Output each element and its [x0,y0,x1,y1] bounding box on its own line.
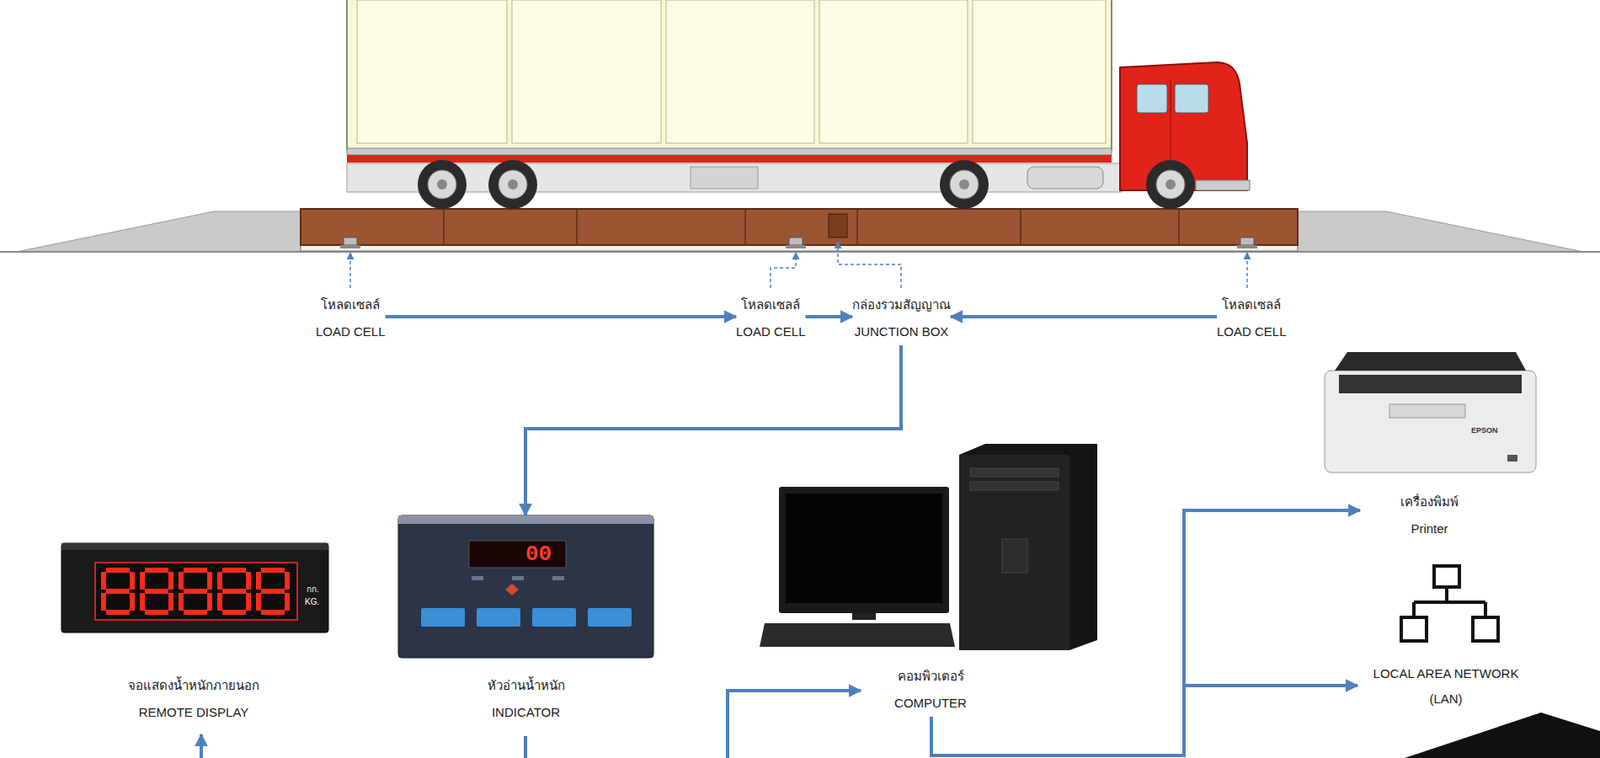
label-text: LOCAL AREA NETWORK (LAN) [1365,661,1526,712]
label-text: เครื่องพิมพ์ [1400,488,1459,516]
device-marking: กก. [306,584,320,594]
device-marking: KG. [304,597,320,607]
signal-cable [805,314,854,319]
device-label: เครื่องพิมพ์Printer [1360,346,1499,543]
label-text: COMPUTER [894,689,967,717]
signal-cable [931,510,1360,756]
device-label: โหลดเซลล์LOAD CELL [736,291,806,346]
label-text: โหลดเซลล์ [315,291,386,319]
signal-cable [525,345,902,516]
junction-box-symbol [828,213,848,238]
weighbridge [0,208,1600,252]
remote-display [61,543,329,633]
signal-cable [931,685,1358,756]
device-label: โหลดเซลล์LOAD CELL [1216,291,1287,346]
printer [1324,352,1536,473]
device-label: LOCAL AREA NETWORK (LAN) [1357,562,1535,712]
label-text: โหลดเซลล์ [736,291,806,319]
load-cell-symbol [340,237,1258,249]
label-text: REMOTE DISPLAY [138,698,250,726]
label-text: LOAD CELL [315,318,386,346]
truck [346,0,1250,209]
device-corner [1404,712,1600,758]
cable-stubs [201,690,861,758]
label-text: LOAD CELL [1216,318,1287,346]
label-text: จอแสดงน้ำหนักภายนอก [128,672,260,699]
lan-icon [1401,565,1499,641]
signal-cable [385,314,737,319]
label-text: LOAD CELL [736,318,806,346]
label-text: โหลดเซลล์ [1216,291,1287,319]
device-label: จอแสดงน้ำหนักภายนอกREMOTE DISPLAY [58,543,329,726]
label-text: JUNCTION BOX [852,318,951,346]
signal-cable [950,314,1217,319]
indicator-device [398,515,654,658]
device-label: กล่องรวมสัญญาณJUNCTION BOX [852,291,951,346]
label-text: INDICATOR [491,698,560,726]
computer-set [759,443,1098,651]
label-text: คอมพิวเตอร์ [897,662,965,690]
device-marking: EPSON [1471,426,1499,436]
label-text: Printer [1410,515,1448,543]
label-text: กล่องรวมสัญญาณ [852,291,951,319]
leader-lines [350,241,1248,288]
device-label: คอมพิวเตอร์COMPUTER [762,443,1099,717]
device-label: โหลดเซลล์LOAD CELL [315,291,386,346]
label-text: หัวอ่านน้ำหนัก [487,672,566,699]
device-marking: 00 [525,542,552,567]
